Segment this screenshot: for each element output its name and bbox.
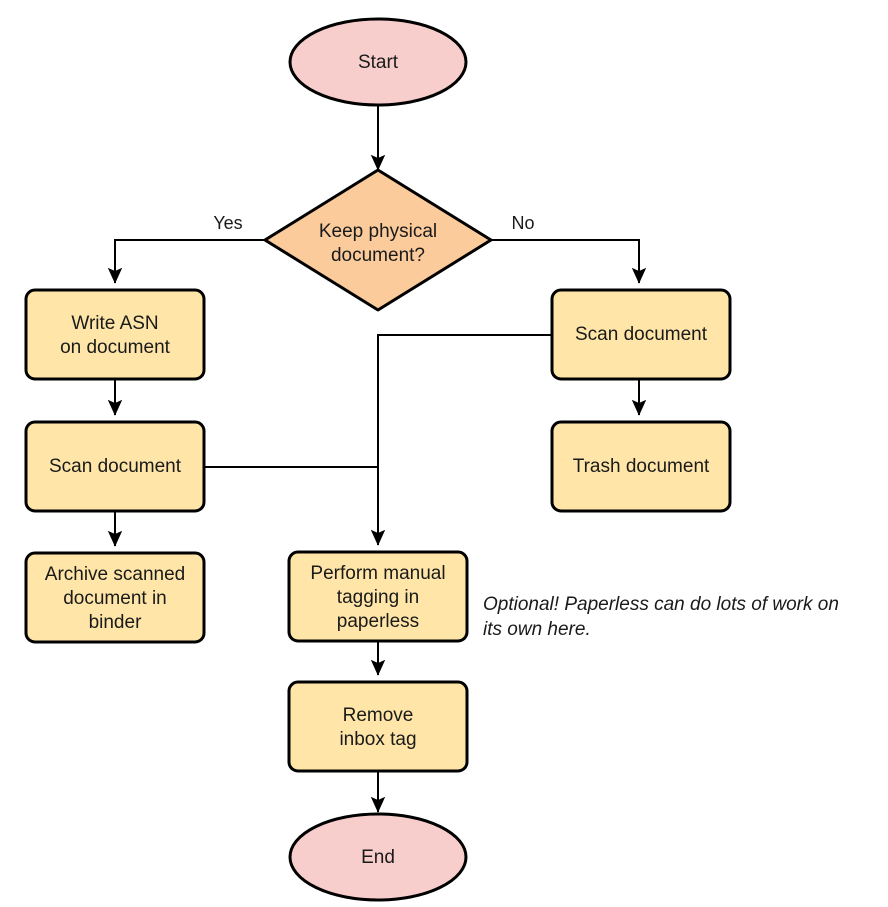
manual-tagging-label-line1: Perform manual	[310, 563, 445, 584]
node-start[interactable]: Start	[288, 17, 468, 107]
edge-decision-yes-to-write-asn	[107, 239, 265, 284]
node-perform-manual-tagging[interactable]: Perform manual tagging in paperless	[287, 550, 469, 643]
edge-label-yes: Yes	[213, 213, 242, 233]
edge-scan-right-to-manual-tag	[370, 334, 552, 546]
archive-box	[24, 551, 206, 644]
archive-label-line3: binder	[89, 612, 142, 633]
node-decision-keep-physical-document[interactable]: Keep physical document?	[263, 168, 493, 312]
remove-inbox-label-line1: Remove	[343, 705, 414, 726]
remove-inbox-label-line2: inbox tag	[339, 729, 416, 750]
node-end[interactable]: End	[288, 812, 468, 902]
scan-document-right-box	[550, 288, 732, 381]
manual-tagging-label-line3: paperless	[337, 611, 419, 632]
end-label: End	[361, 847, 395, 868]
end-ellipse	[288, 812, 468, 902]
edge-decision-no-to-scan-right	[491, 239, 647, 284]
edge-label-no: No	[511, 213, 534, 233]
trash-document-label: Trash document	[573, 456, 710, 477]
start-label: Start	[358, 52, 399, 73]
node-archive-scanned-document[interactable]: Archive scanned document in binder	[24, 551, 206, 644]
scan-document-left-label: Scan document	[49, 456, 182, 477]
archive-label-line1: Archive scanned	[45, 564, 185, 585]
decision-label-line1: Keep physical	[319, 221, 437, 242]
node-trash-document[interactable]: Trash document	[550, 420, 732, 513]
annotation-optional-note: Optional! Paperless can do lots of work …	[483, 594, 839, 640]
manual-tagging-box	[287, 550, 469, 643]
archive-label-line2: document in	[63, 588, 167, 609]
trash-document-box	[550, 420, 732, 513]
scan-document-right-label: Scan document	[575, 324, 708, 345]
decision-diamond	[263, 168, 493, 312]
remove-inbox-tag-box	[287, 680, 469, 773]
node-scan-document-right[interactable]: Scan document	[550, 288, 732, 381]
decision-label-line2: document?	[331, 245, 425, 266]
write-asn-label-line2: on document	[60, 337, 171, 358]
node-write-asn-on-document[interactable]: Write ASN on document	[24, 288, 206, 381]
optional-note-line1: Optional! Paperless can do lots of work …	[483, 594, 839, 615]
write-asn-box	[24, 288, 206, 381]
start-ellipse	[288, 17, 468, 107]
manual-tagging-label-line2: tagging in	[337, 587, 419, 608]
write-asn-label-line1: Write ASN	[71, 313, 158, 334]
node-scan-document-left[interactable]: Scan document	[24, 420, 206, 513]
optional-note-line2: its own here.	[483, 619, 591, 640]
node-remove-inbox-tag[interactable]: Remove inbox tag	[287, 680, 469, 773]
scan-document-left-box	[24, 420, 206, 513]
